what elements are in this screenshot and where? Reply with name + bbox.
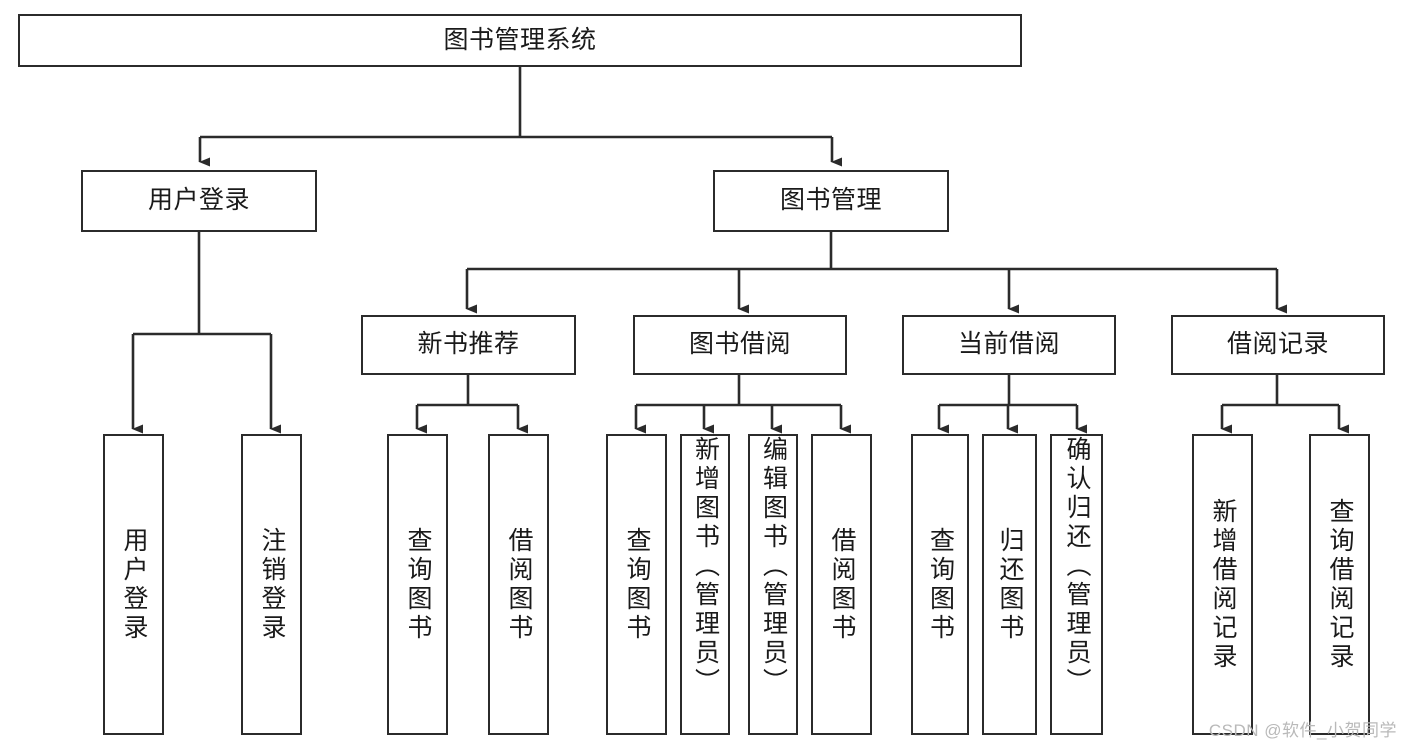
node-label: 用户登录 [120,526,148,643]
node-label: 注销登录 [258,526,286,643]
node-current-borrow[interactable]: 当前借阅 [902,315,1116,375]
node-label: 用户登录 [147,186,250,215]
node-borrow-record[interactable]: 借阅记录 [1171,315,1385,375]
node-leaf-query-borrow-record[interactable]: 查询借阅记录 [1309,434,1370,735]
node-leaf-user-login[interactable]: 用户登录 [103,434,164,735]
node-label: 查询图书 [404,526,432,643]
csdn-watermark: CSDN @软件_小贺同学 [1208,721,1397,740]
node-leaf-return-book[interactable]: 归还图书 [982,434,1037,735]
node-label: 归还图书 [996,526,1024,643]
node-label: 查询借阅记录 [1326,497,1354,672]
node-leaf-query-book-borrow[interactable]: 查询图书 [606,434,667,735]
node-label: 查询图书 [623,526,651,643]
node-root-book-management-system[interactable]: 图书管理系统 [18,14,1022,67]
node-label: 确认归还（管理员） [1063,436,1091,697]
node-new-book-recommend[interactable]: 新书推荐 [361,315,576,375]
node-leaf-add-book-admin[interactable]: 新增图书（管理员） [680,434,730,735]
node-book-borrow[interactable]: 图书借阅 [633,315,847,375]
node-label: 新增图书（管理员） [691,436,720,697]
node-label: 新增借阅记录 [1209,497,1237,672]
node-leaf-borrow-book-borrow[interactable]: 借阅图书 [811,434,872,735]
node-label: 新书推荐 [417,330,520,359]
node-label: 查询图书 [926,526,955,643]
node-leaf-query-book-recommend[interactable]: 查询图书 [387,434,448,735]
node-book-manage[interactable]: 图书管理 [713,170,949,232]
node-label: 借阅图书 [828,526,856,643]
node-leaf-confirm-return-admin[interactable]: 确认归还（管理员） [1050,434,1103,735]
node-leaf-add-borrow-record[interactable]: 新增借阅记录 [1192,434,1253,735]
node-label: 图书管理系统 [443,25,597,54]
node-label: 借阅记录 [1226,330,1329,359]
node-user-login[interactable]: 用户登录 [81,170,317,232]
node-label: 借阅图书 [505,526,533,643]
node-label: 图书借阅 [688,330,791,359]
node-label: 当前借阅 [957,330,1060,359]
node-label: 图书管理 [779,186,882,215]
node-leaf-borrow-book-recommend[interactable]: 借阅图书 [488,434,549,735]
node-label: 编辑图书（管理员） [759,436,788,697]
node-leaf-edit-book-admin[interactable]: 编辑图书（管理员） [748,434,798,735]
node-leaf-logout[interactable]: 注销登录 [241,434,302,735]
node-leaf-query-book-current[interactable]: 查询图书 [911,434,969,735]
